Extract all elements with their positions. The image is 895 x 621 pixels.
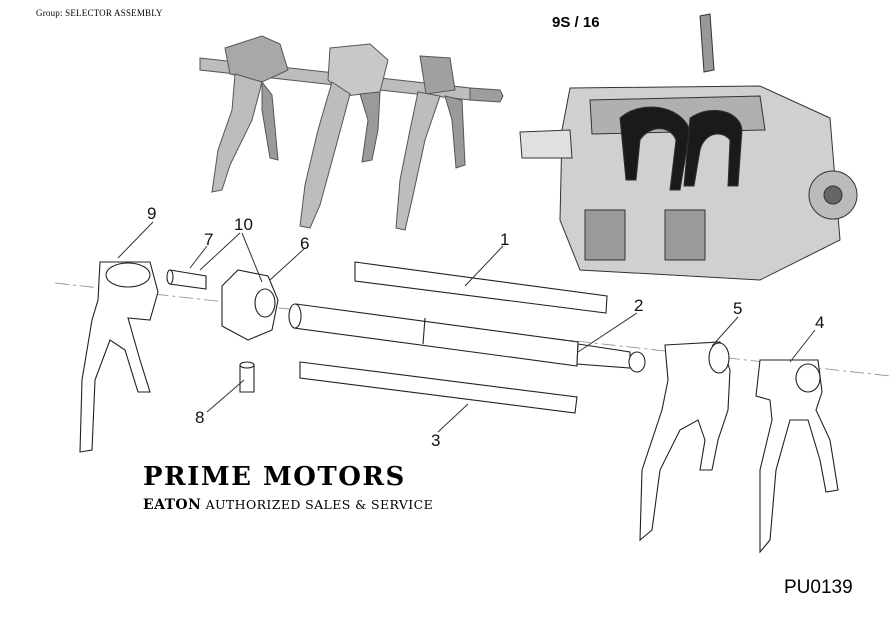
selector-block (221, 269, 279, 341)
callout-10: 10 (234, 215, 253, 234)
assembled-selector-illustration (199, 35, 504, 231)
company-tagline: EATON AUTHORIZED SALES & SERVICE (143, 497, 433, 513)
callout-1: 1 (500, 230, 510, 249)
transmission-illustration (519, 13, 858, 281)
callout-9: 9 (147, 204, 157, 223)
part-code: PU0139 (784, 577, 853, 598)
set-screw (239, 361, 255, 393)
interlock-pin (166, 269, 207, 290)
callout-3: 3 (431, 431, 441, 450)
interlock-plate-lower (299, 361, 578, 414)
tagline-text: AUTHORIZED SALES & SERVICE (205, 497, 434, 512)
shift-fork-left (79, 261, 159, 453)
group-label: Group: SELECTOR ASSEMBLY (36, 8, 163, 18)
callout-5: 5 (733, 299, 743, 318)
model-label: 9S / 16 (552, 14, 600, 31)
shift-fork-5 (639, 341, 731, 542)
brand-name: EATON (143, 497, 202, 513)
company-name: PRIME MOTORS (143, 462, 406, 492)
callout-7: 7 (204, 230, 214, 249)
shift-fork-4 (755, 359, 839, 554)
callout-6: 6 (300, 234, 310, 253)
callout-4: 4 (815, 313, 825, 332)
callout-8: 8 (195, 408, 205, 427)
selector-shaft (288, 303, 646, 373)
callout-2: 2 (634, 296, 644, 315)
callout-leaders (117, 221, 816, 433)
interlock-plate-upper (354, 261, 608, 314)
